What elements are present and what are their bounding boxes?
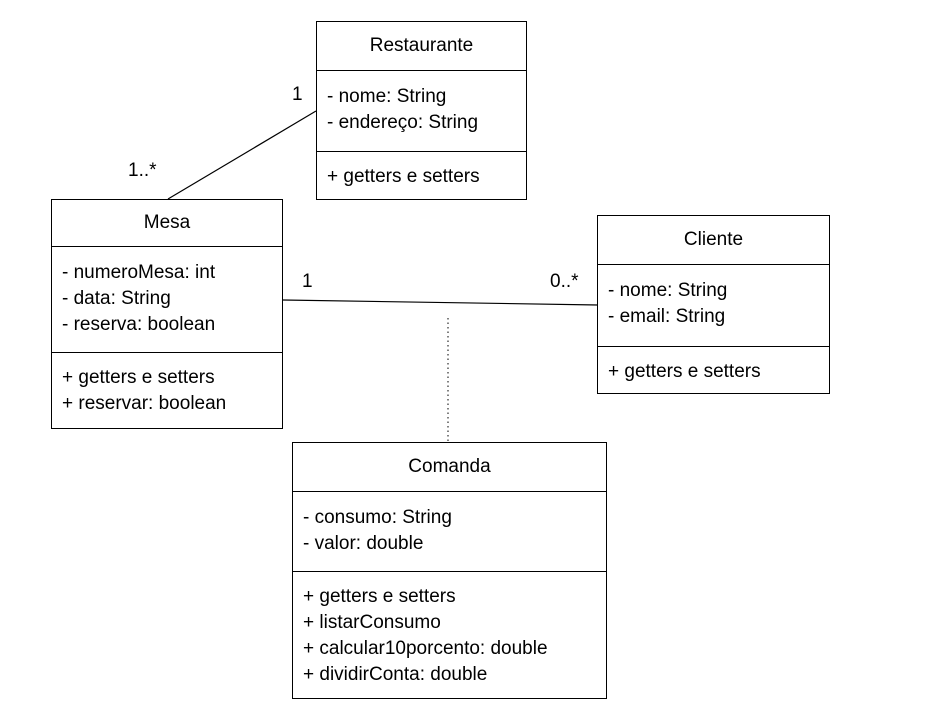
operations-mesa: + getters e setters + reservar: boolean (52, 353, 282, 417)
attribute: - email: String (608, 306, 726, 327)
attribute: - data: String (62, 288, 171, 309)
multiplicity-cliente-end: 0..* (550, 271, 579, 292)
operation: + calcular10porcento: double (303, 638, 548, 659)
operations-restaurante: + getters e setters (317, 152, 526, 190)
attribute: - valor: double (303, 533, 424, 554)
operation: + getters e setters (303, 586, 456, 607)
class-name-restaurante: Restaurante (317, 22, 526, 71)
operation: + getters e setters (327, 166, 480, 187)
attribute: - numeroMesa: int (62, 262, 216, 283)
association-mesa-cliente (282, 299, 599, 306)
operations-cliente: + getters e setters (598, 347, 829, 385)
class-name-cliente: Cliente (598, 216, 829, 265)
association-restaurante-mesa (167, 110, 317, 200)
operation: + reservar: boolean (62, 393, 227, 414)
attributes-restaurante: - nome: String - endereço: String (317, 71, 526, 152)
operation: + getters e setters (62, 367, 215, 388)
multiplicity-mesa-end: 1..* (128, 160, 157, 181)
operation: + dividirConta: double (303, 664, 488, 685)
attribute: - consumo: String (303, 507, 452, 528)
attribute: - reserva: boolean (62, 314, 216, 335)
operation: + getters e setters (608, 361, 761, 382)
operations-comanda: + getters e setters + listarConsumo + ca… (293, 572, 606, 688)
operation: + listarConsumo (303, 612, 441, 633)
class-mesa[interactable]: Mesa - numeroMesa: int - data: String - … (51, 199, 283, 429)
multiplicity-mesa-cliente-mesa-end: 1 (302, 271, 313, 292)
attribute: - nome: String (608, 280, 728, 301)
attributes-cliente: - nome: String - email: String (598, 265, 829, 347)
attribute: - endereço: String (327, 112, 479, 133)
class-comanda[interactable]: Comanda - consumo: String - valor: doubl… (292, 442, 607, 699)
attributes-comanda: - consumo: String - valor: double (293, 492, 606, 572)
class-restaurante[interactable]: Restaurante - nome: String - endereço: S… (316, 21, 527, 200)
class-name-mesa: Mesa (52, 200, 282, 247)
multiplicity-restaurante-end: 1 (292, 84, 303, 105)
class-name-comanda: Comanda (293, 443, 606, 492)
class-cliente[interactable]: Cliente - nome: String - email: String +… (597, 215, 830, 394)
attribute: - nome: String (327, 86, 447, 107)
attributes-mesa: - numeroMesa: int - data: String - reser… (52, 247, 282, 353)
